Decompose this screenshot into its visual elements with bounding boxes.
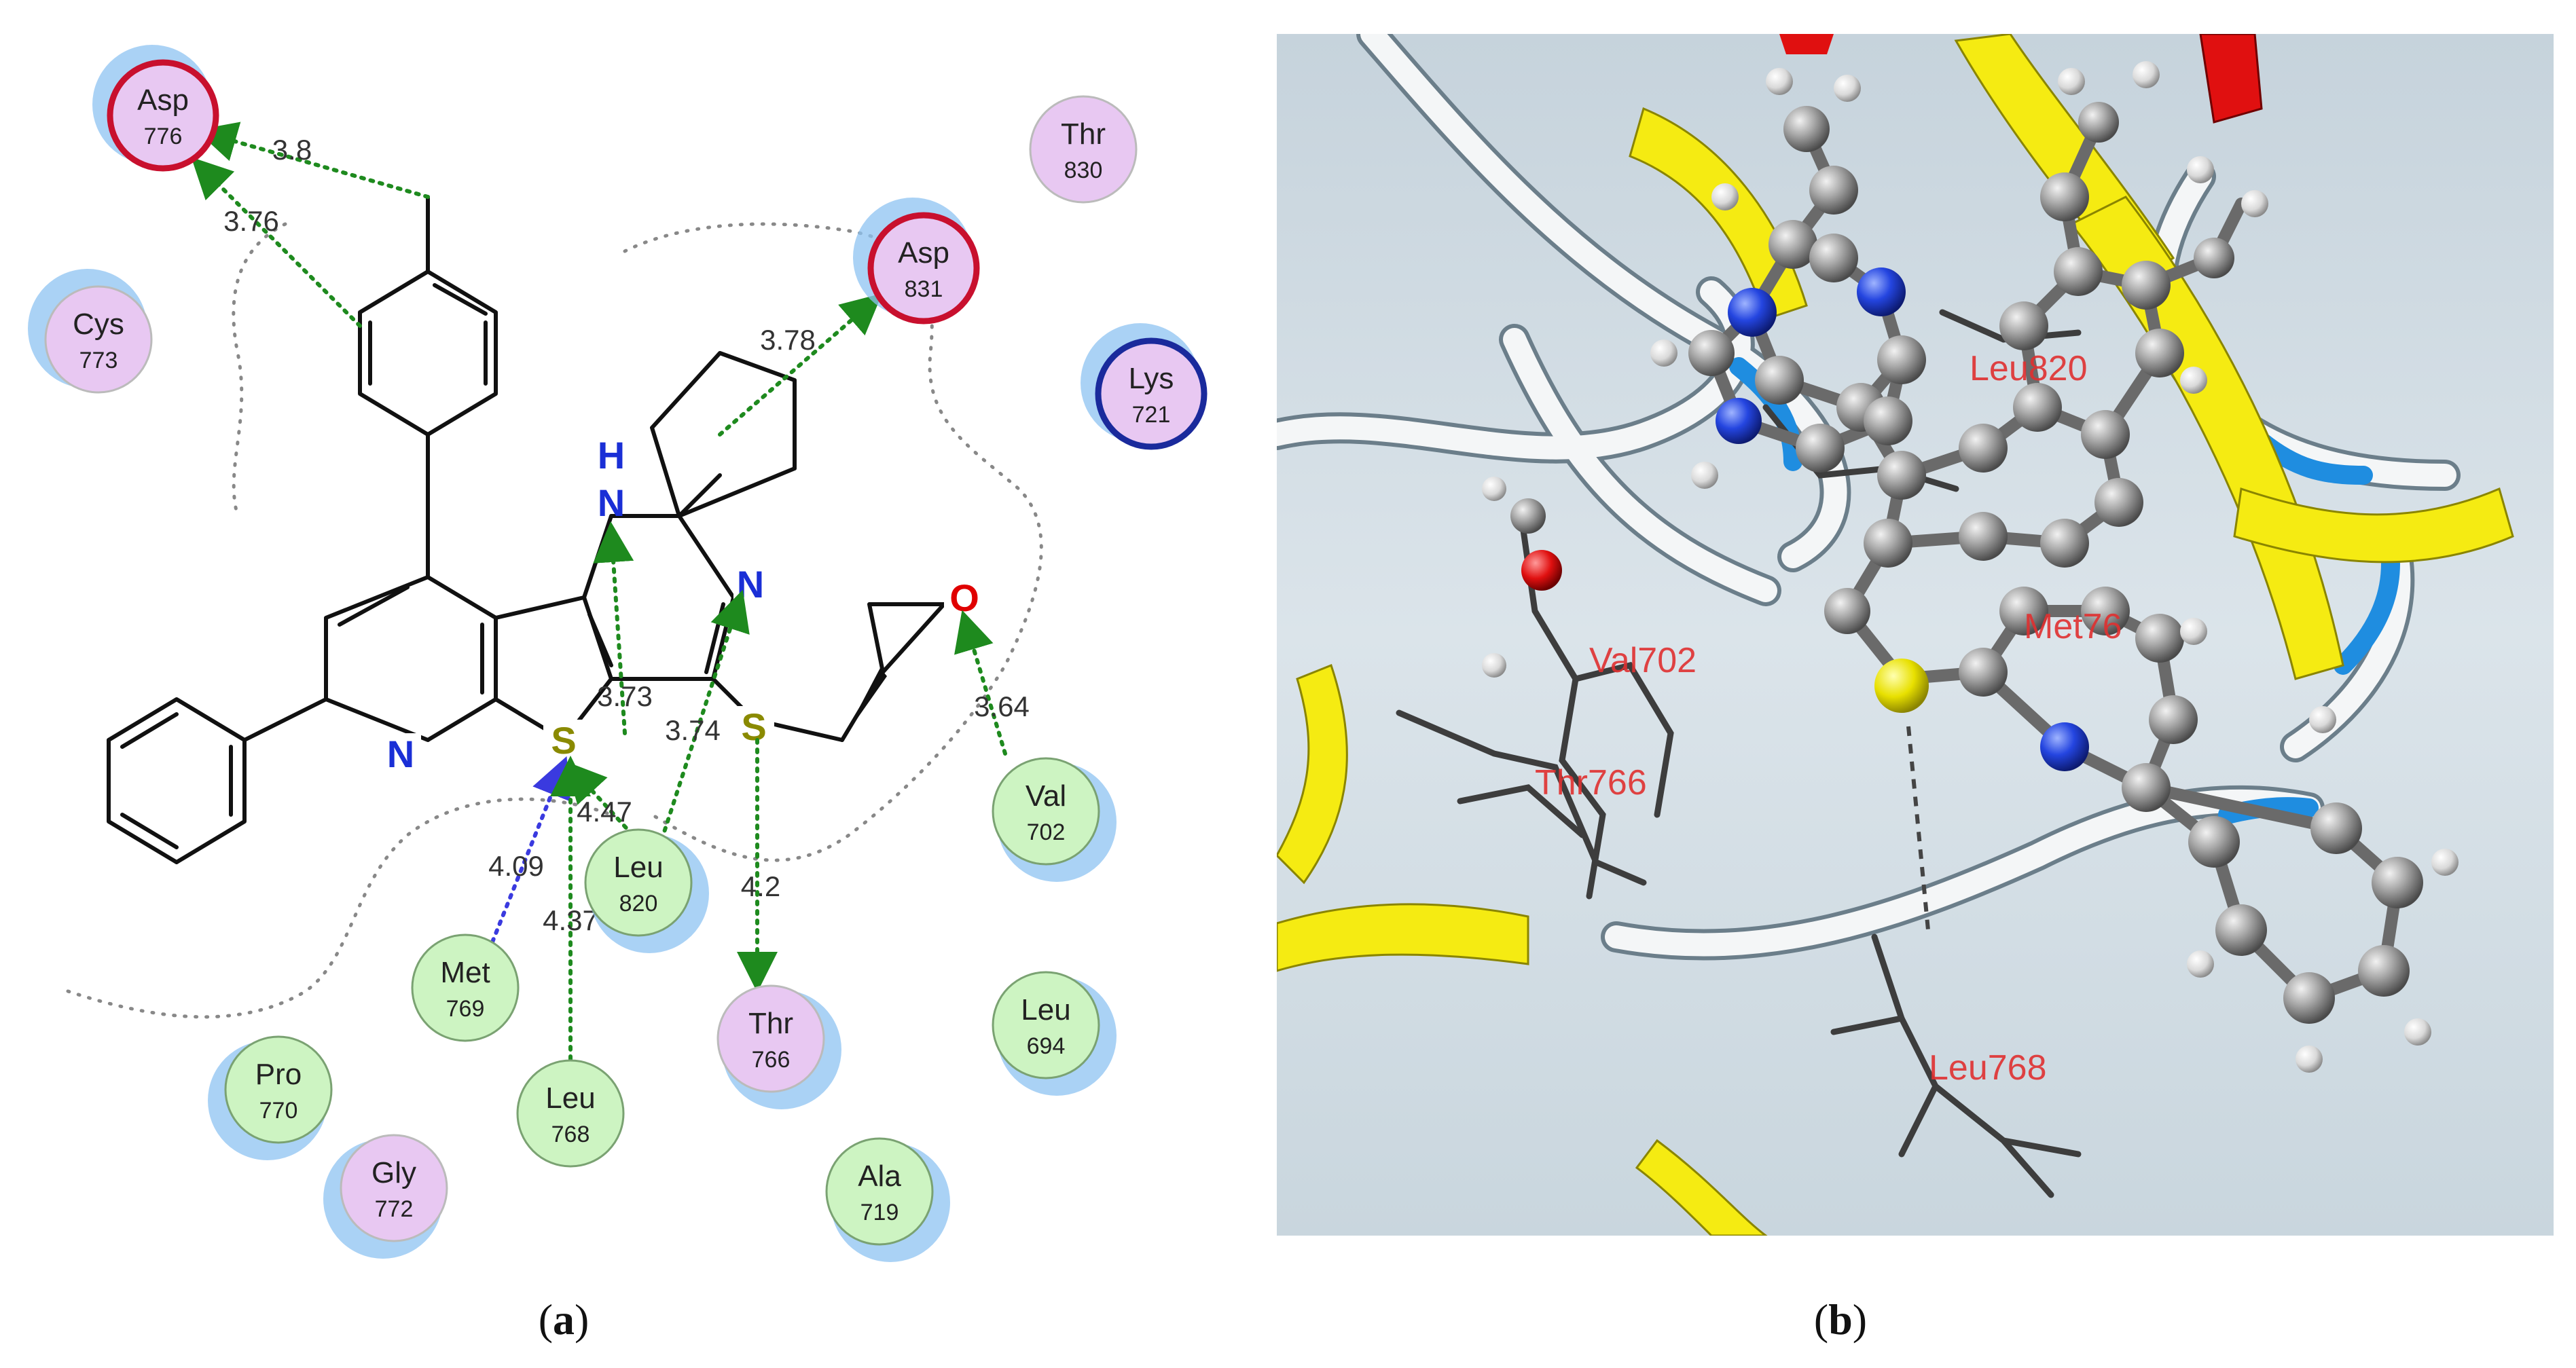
cyclopentane-ring [650,351,797,518]
atom-nh-n: N [598,481,625,524]
svg-text:694: 694 [1027,1033,1066,1059]
svg-text:Val: Val [1026,779,1066,813]
svg-text:Gly: Gly [371,1156,416,1189]
svg-text:Lys: Lys [1129,362,1174,395]
caption-b: (b) [1814,1295,1867,1344]
red-sheet [2199,34,2263,124]
svg-text:Leu: Leu [1021,993,1070,1027]
residue-leu694: Leu 694 [992,971,1117,1096]
residue-val702: Val 702 [992,757,1117,882]
atom-epoxide-o: O [949,576,979,619]
distance-label: 3.8 [272,134,312,166]
distance-label: 4.47 [577,796,632,828]
residue-cys773: Cys 773 [28,269,153,394]
svg-text:Leu: Leu [545,1082,595,1115]
interaction-line [191,157,362,328]
epoxide-ring [867,602,946,674]
svg-text:702: 702 [1027,819,1066,845]
interaction-line [196,122,430,199]
atom-thioether-s: S [741,705,766,748]
residue-discs: Asp 776 Cys 773 Thr 830 Asp 831 Lys 721 Val 70… [28,45,1208,1262]
svg-text:768: 768 [551,1122,590,1147]
interaction-lines [191,122,1007,1061]
svg-text:Thr: Thr [1061,117,1106,151]
residue-met769: Met 769 [411,933,520,1042]
svg-text:Pro: Pro [255,1058,302,1091]
residue-label: Leu820 [1970,349,2088,388]
wedge-bond [842,668,887,740]
residue-ala719: Ala 719 [825,1137,950,1262]
svg-text:831: 831 [905,276,943,302]
residue-gly772: Gly 772 [323,1134,448,1259]
residue-label: Thr766 [1535,763,1647,802]
render-background [1277,34,2554,1236]
pyridine-ring [324,575,498,742]
interaction-line [593,521,634,735]
svg-text:830: 830 [1064,158,1103,183]
interaction-line [718,293,883,437]
ligand-atoms [1482,61,2459,1073]
svg-text:776: 776 [144,124,183,149]
distance-label: 3.76 [223,205,279,237]
distance-label: 3.74 [665,714,721,746]
residue-pro770: Pro 770 [208,1035,333,1160]
distance-label: 3.78 [760,324,816,356]
svg-text:Thr: Thr [748,1007,793,1040]
distance-label: 4.2 [741,870,780,902]
interaction-line [657,589,750,851]
red-sheet-top [1779,34,1834,54]
distance-label: 4.37 [543,904,598,936]
caption-a: (a) [539,1295,589,1344]
atom-ring-s: S [551,719,576,762]
atom-h: H [598,434,625,477]
residue-label: Val702 [1589,641,1697,680]
residue-leu768: Leu 768 [516,1059,625,1168]
residue-label: Met76 [2024,607,2122,646]
residue-thr830: Thr 830 [1029,95,1138,204]
residue-sticks [1396,309,2082,1198]
beta-strands [1277,34,2514,1236]
svg-text:719: 719 [860,1200,899,1225]
residue-leu820: Leu 820 [584,828,709,953]
svg-text:Cys: Cys [73,308,124,341]
panel-b-3d-docking-view: Val702 Thr766 Met76 Leu768 Leu820 [1277,34,2554,1236]
residue-lys721: Lys 721 [1081,323,1208,450]
panel-a-interaction-diagram: H N N N S S O 3.8 [28,45,1208,1262]
distance-label: 4.09 [488,850,544,882]
residue-asp776: Asp 776 [92,45,219,172]
svg-text:773: 773 [79,348,118,373]
tolyl-ring [358,270,498,437]
atom-imine-n: N [737,563,764,606]
atom-pyridine-n: N [387,733,414,775]
pocket-outline [66,222,1043,1019]
svg-text:820: 820 [619,891,658,917]
residue-label: Leu768 [1929,1048,2047,1088]
interaction-line [954,610,1007,756]
phenyl-ring [107,697,247,864]
svg-text:Met: Met [440,956,490,989]
svg-text:Asp: Asp [137,84,189,117]
svg-text:Leu: Leu [613,851,663,884]
svg-text:721: 721 [1132,402,1171,428]
svg-text:766: 766 [752,1047,791,1073]
svg-text:772: 772 [375,1196,414,1222]
svg-text:Asp: Asp [898,236,949,270]
residue-asp831: Asp 831 [853,198,980,325]
distance-label: 3.73 [597,680,653,712]
residue-thr766: Thr 766 [716,984,841,1109]
ligand-structure [107,195,966,864]
svg-text:770: 770 [259,1098,298,1124]
svg-text:769: 769 [446,996,485,1022]
svg-text:Ala: Ala [858,1160,901,1193]
distance-label: 3.64 [974,690,1030,722]
